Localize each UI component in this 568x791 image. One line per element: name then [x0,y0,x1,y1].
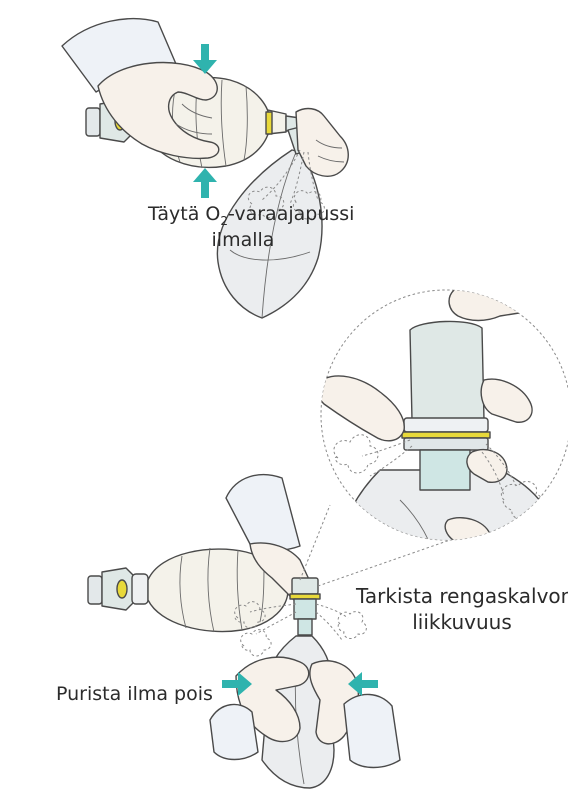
sleeve [210,704,258,759]
fill-label-line2: ilmalla [148,227,338,253]
fill-reservoir-label: Täytä O2-varaajapussi ilmalla [148,201,338,253]
fill-label-part-b: -varaajapussi [228,203,354,225]
bottom-scene [88,475,400,788]
squeeze-air-label: Purista ilma pois [56,681,213,707]
fill-label-part-a: Täytä O [148,203,220,225]
arrow-up-icon [193,168,217,198]
check-label-line1: Tarkista rengaskalvon [356,584,568,608]
check-label-line2: liikkuvuus [356,609,568,635]
intake-valve [88,568,148,610]
magnifier-callout [300,279,568,586]
top-scene [62,19,348,318]
check-diaphragm-label: Tarkista rengaskalvon liikkuvuus [356,583,568,635]
sleeve [344,694,400,767]
oxygen-subscript: 2 [220,214,228,228]
sleeve [226,475,300,551]
